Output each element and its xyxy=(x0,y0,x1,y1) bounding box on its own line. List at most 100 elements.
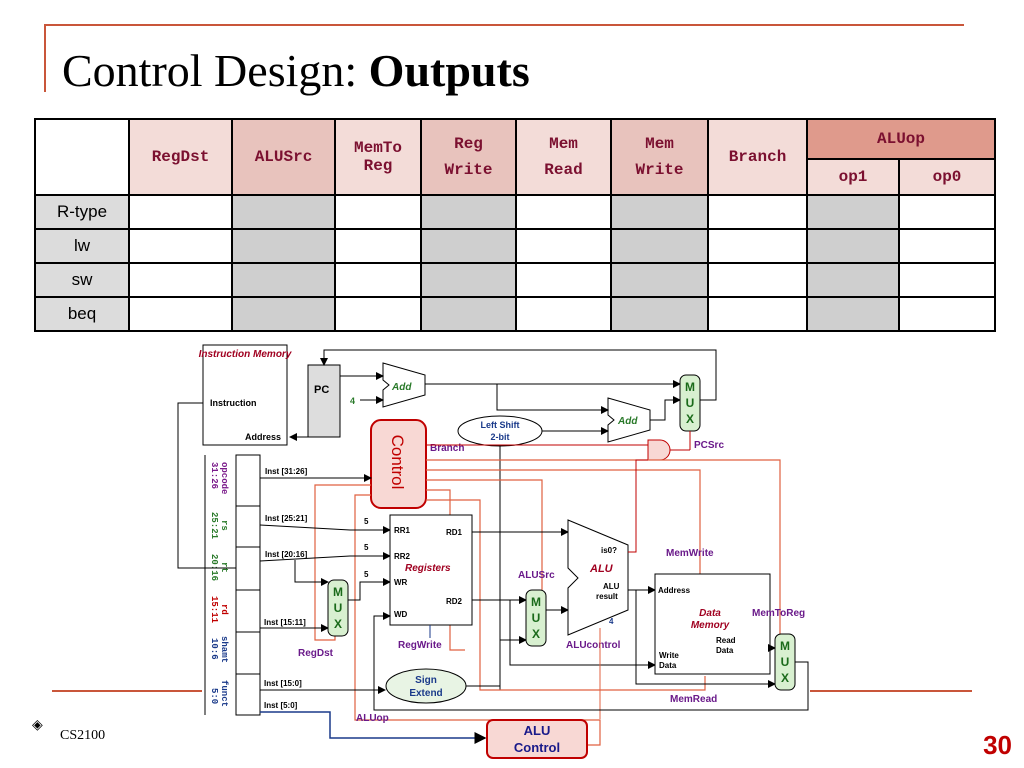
alu-control-unit xyxy=(486,719,588,759)
svg-text:5: 5 xyxy=(364,517,369,526)
col-branch: Branch xyxy=(707,118,808,196)
svg-text:opcode: opcode xyxy=(219,462,229,494)
aluop-label: ALUop xyxy=(356,713,389,724)
svg-text:ALU: ALU xyxy=(524,723,551,738)
svg-text:X: X xyxy=(532,627,540,641)
svg-text:result: result xyxy=(596,592,618,601)
svg-text:Address: Address xyxy=(658,586,691,595)
table-row: R-type xyxy=(34,194,996,230)
svg-text:25:21: 25:21 xyxy=(209,512,219,540)
svg-text:RR1: RR1 xyxy=(394,526,411,535)
control-unit xyxy=(370,419,427,509)
alusrc-mux xyxy=(525,589,547,647)
pc-register xyxy=(307,364,341,438)
svg-text:U: U xyxy=(686,396,695,410)
svg-text:Read: Read xyxy=(716,636,736,645)
svg-text:Data: Data xyxy=(659,661,677,670)
table-row: lw xyxy=(34,228,996,264)
corner-cell xyxy=(34,118,130,196)
svg-text:M: M xyxy=(685,380,695,394)
svg-text:X: X xyxy=(686,412,694,426)
svg-text:X: X xyxy=(781,671,789,685)
col-aluop-op1: op1 xyxy=(806,158,900,196)
instruction-memory-label: Instruction Memory xyxy=(199,349,292,360)
svg-text:Data: Data xyxy=(699,608,721,619)
col-aluop: ALUop xyxy=(806,118,996,160)
inst-31-26-label: Inst [31:26] xyxy=(265,467,308,476)
svg-text:Left Shift: Left Shift xyxy=(481,420,520,430)
svg-text:Extend: Extend xyxy=(409,688,442,699)
svg-text:RD2: RD2 xyxy=(446,597,463,606)
svg-text:Inst [15:0]: Inst [15:0] xyxy=(264,679,302,688)
regwrite-label: RegWrite xyxy=(398,640,442,651)
svg-text:ALU: ALU xyxy=(603,582,620,591)
title-rule-vertical xyxy=(44,24,46,92)
regdst-mux xyxy=(327,579,349,637)
alucontrol-label: ALUcontrol xyxy=(566,640,621,651)
constant-four: 4 xyxy=(350,396,355,406)
page-number: 30 xyxy=(983,730,1012,760)
row-label: lw xyxy=(34,228,130,264)
svg-text:WR: WR xyxy=(394,578,408,587)
svg-text:Sign: Sign xyxy=(415,675,437,686)
svg-text:RR2: RR2 xyxy=(394,552,411,561)
diamond-bullet-icon: ◈ xyxy=(32,716,43,732)
register-file xyxy=(389,514,473,626)
svg-text:31:26: 31:26 xyxy=(209,462,219,489)
pc-adder-label: Add xyxy=(391,382,412,393)
data-memory xyxy=(654,573,771,675)
svg-text:M: M xyxy=(531,595,541,609)
instruction-memory-block xyxy=(202,344,288,446)
svg-text:rd: rd xyxy=(219,604,229,615)
svg-text:2-bit: 2-bit xyxy=(491,432,510,442)
col-alusrc: ALUSrc xyxy=(231,118,336,196)
row-label: sw xyxy=(34,262,130,298)
svg-text:rs: rs xyxy=(219,520,229,531)
svg-text:Inst [25:21]: Inst [25:21] xyxy=(265,514,308,523)
svg-text:X: X xyxy=(334,617,342,631)
pc-label: PC xyxy=(314,384,329,396)
svg-text:U: U xyxy=(334,601,343,615)
svg-text:shamt: shamt xyxy=(219,636,229,663)
svg-text:funct: funct xyxy=(219,680,229,707)
svg-text:U: U xyxy=(532,611,541,625)
regdst-label: RegDst xyxy=(298,648,334,659)
instruction-port-label: Instruction xyxy=(210,398,257,408)
branch-label: Branch xyxy=(430,443,464,454)
svg-text:5:0: 5:0 xyxy=(209,688,219,704)
row-label: beq xyxy=(34,296,130,332)
table-row: sw xyxy=(34,262,996,298)
svg-text:4: 4 xyxy=(609,617,614,626)
datapath-diagram: Instruction Memory Instruction Address P… xyxy=(177,344,809,759)
table-row: beq xyxy=(34,296,996,332)
memwrite-label: MemWrite xyxy=(666,548,714,559)
alu xyxy=(567,519,629,636)
svg-text:Inst [15:11]: Inst [15:11] xyxy=(264,618,306,627)
memtoreg-label: MemToReg xyxy=(752,608,805,619)
svg-text:5: 5 xyxy=(364,543,369,552)
svg-text:Memory: Memory xyxy=(691,620,730,631)
memread-label: MemRead xyxy=(670,694,717,705)
svg-text:M: M xyxy=(780,639,790,653)
svg-text:RD1: RD1 xyxy=(446,528,463,537)
alu-label: ALU xyxy=(589,563,614,575)
col-regdst: RegDst xyxy=(128,118,233,196)
instruction-fields-box xyxy=(235,454,261,716)
control-label: Control xyxy=(388,435,407,490)
slide-title: Control Design: Outputs xyxy=(62,45,530,96)
imem-address-label: Address xyxy=(245,432,281,442)
branch-adder-label: Add xyxy=(617,416,638,427)
col-aluop-op0: op0 xyxy=(898,158,996,196)
footer-rule-right xyxy=(810,690,972,692)
title-rule-horizontal xyxy=(44,24,964,26)
svg-text:15:11: 15:11 xyxy=(209,596,219,624)
svg-text:5: 5 xyxy=(364,570,369,579)
svg-text:10:6: 10:6 xyxy=(209,638,219,660)
svg-text:Control: Control xyxy=(514,740,560,755)
svg-text:Write: Write xyxy=(659,651,679,660)
